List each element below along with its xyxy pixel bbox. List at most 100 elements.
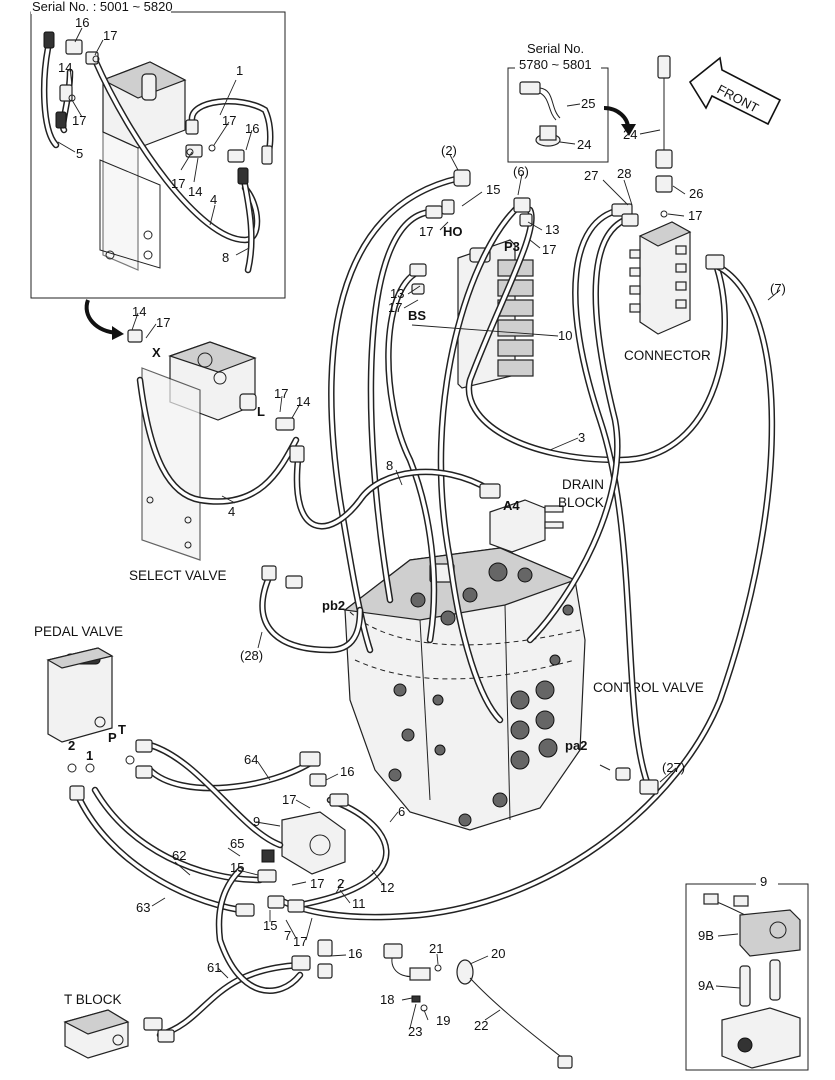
callout-22: 22: [474, 1018, 488, 1033]
callouts: 2 7 28 (7) (2) (6) 15 17 13 17 13 17 10 1…: [132, 143, 786, 975]
callout-3: 3: [578, 430, 585, 445]
inset-serial-5001-5820: Serial No. : 5001 ~ 5820: [30, 0, 286, 299]
pedal-valve-caption: PEDAL VALVE: [34, 624, 123, 639]
callout-9: 9: [760, 874, 767, 889]
callout-15: 15: [230, 860, 244, 875]
callout-63: 63: [136, 900, 150, 915]
callout-28: 28: [617, 166, 631, 181]
callout-13: 13: [390, 286, 404, 301]
callout-1: 1: [236, 63, 243, 78]
connector-block: CONNECTOR: [624, 221, 711, 363]
hoses: [76, 174, 776, 1039]
callout-14: 14: [58, 60, 72, 75]
front-direction-arrow: FRONT: [688, 56, 782, 126]
callout-17: 17: [171, 176, 185, 191]
port-t: T: [118, 722, 126, 737]
callout-65: 65: [230, 836, 244, 851]
hose-fittings: [67, 169, 725, 1043]
callout-4: 4: [210, 192, 217, 207]
callout-16: 16: [75, 15, 89, 30]
select-valve: SELECT VALVE: [129, 341, 257, 583]
callout-8: 8: [386, 458, 393, 473]
callout-16: 16: [340, 764, 354, 779]
port-1: 1: [86, 748, 93, 763]
callout-8: 8: [222, 250, 229, 265]
port-a4: A4: [503, 498, 520, 513]
callout-7: (7): [770, 281, 786, 296]
callout-21: 21: [429, 941, 443, 956]
callout-15: 15: [486, 182, 500, 197]
callout-2: 2: [337, 876, 344, 891]
inset-serial-5780-5801: Serial No. 5780 ~ 5801 25 24: [507, 40, 609, 163]
port-l: L: [257, 404, 265, 419]
callout-24: 24: [577, 137, 591, 152]
callout-17: 17: [542, 242, 556, 257]
port-bs: BS: [408, 308, 426, 323]
pressure-sensor: 24 26 17: [623, 55, 703, 223]
callout-17: 17: [293, 934, 307, 949]
port-ho: HO: [443, 224, 463, 239]
callout-61: 61: [207, 960, 221, 975]
callout-16: 16: [245, 121, 259, 136]
callout-9: 9: [253, 814, 260, 829]
callout-17: 17: [310, 876, 324, 891]
port-x: X: [152, 345, 161, 360]
port-p3: P3: [504, 239, 520, 254]
callout-11: 11: [352, 896, 366, 911]
control-valve-caption: CONTROL VALVE: [593, 680, 704, 695]
solenoid-valve-block: [457, 239, 534, 389]
callout-17: 17: [72, 113, 86, 128]
callout-6: 6: [398, 804, 405, 819]
callout-5: 5: [76, 146, 83, 161]
callout-13: 13: [545, 222, 559, 237]
callout-7: 7: [284, 928, 291, 943]
port-2: 2: [68, 738, 75, 753]
inset-solenoid-9: 9 9B 9A: [685, 874, 809, 1071]
block-caption: BLOCK: [558, 495, 604, 510]
inset-serial-label: Serial No. : 5001 ~ 5820: [32, 0, 173, 14]
callout-17: 17: [274, 386, 288, 401]
callout-27: (27): [662, 760, 685, 775]
callout-19: 19: [436, 1013, 450, 1028]
callout-16: 16: [348, 946, 362, 961]
callout-14: 14: [132, 304, 146, 319]
callout-6: (6): [513, 164, 529, 179]
callout-17: 17: [688, 208, 702, 223]
drain-caption: DRAIN: [562, 477, 604, 492]
serial-line-2: 5780 ~ 5801: [519, 57, 592, 72]
callout-17: 17: [103, 28, 117, 43]
port-pa2: pa2: [565, 738, 587, 753]
callout-23: 23: [408, 1024, 422, 1039]
callout-24: 24: [623, 127, 637, 142]
port-p: P: [108, 730, 117, 745]
callout-17: 17: [282, 792, 296, 807]
pedal-valve: PEDAL VALVE: [34, 624, 123, 743]
select-valve-caption: SELECT VALVE: [129, 568, 227, 583]
callout-14: 14: [188, 184, 202, 199]
callout-25: 25: [581, 96, 595, 111]
callout-17: 17: [156, 315, 170, 330]
callout-17: 17: [222, 113, 236, 128]
callout-17: 17: [419, 224, 433, 239]
callout-12: 12: [380, 880, 394, 895]
callout-26: 26: [689, 186, 703, 201]
t-block: T BLOCK: [63, 992, 130, 1059]
callout-10: 10: [558, 328, 572, 343]
callout-9A: 9A: [698, 978, 714, 993]
callout-15: 15: [263, 918, 277, 933]
callout-62: 62: [172, 848, 186, 863]
callout-2: (2): [441, 143, 457, 158]
t-block-caption: T BLOCK: [64, 992, 122, 1007]
pressure-switch-harness: 21 20 18 19 23 22: [380, 941, 573, 1069]
drain-block: DRAIN BLOCK: [489, 477, 604, 553]
callout-17: 17: [388, 300, 402, 315]
callout-9B: 9B: [698, 928, 714, 943]
callout-18: 18: [380, 992, 394, 1007]
callout-20: 20: [491, 946, 505, 961]
port-pb2: pb2: [322, 598, 345, 613]
serial-line-1: Serial No.: [527, 41, 584, 56]
port-labels: HO P3 BS X L A4 pb2 pa2 P T 2 1: [68, 224, 587, 763]
callout-leaders: [131, 154, 781, 979]
